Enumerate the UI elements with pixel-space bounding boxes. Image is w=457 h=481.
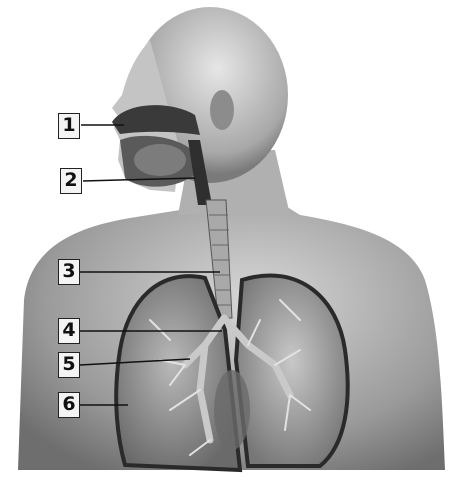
label-2-box: 2 [60, 168, 82, 194]
label-2-number: 2 [64, 169, 77, 191]
label-6-number: 6 [62, 393, 75, 415]
label-5-box: 5 [58, 352, 80, 378]
label-1-number: 1 [62, 114, 75, 136]
label-4-number: 4 [62, 319, 75, 341]
label-4-box: 4 [58, 318, 80, 344]
ear [210, 90, 234, 130]
label-6-box: 6 [58, 392, 80, 418]
heart [214, 370, 250, 450]
label-5-number: 5 [62, 353, 75, 375]
label-3-number: 3 [62, 260, 75, 282]
label-3-box: 3 [58, 259, 80, 285]
tongue [134, 144, 186, 176]
label-1-box: 1 [58, 113, 80, 139]
